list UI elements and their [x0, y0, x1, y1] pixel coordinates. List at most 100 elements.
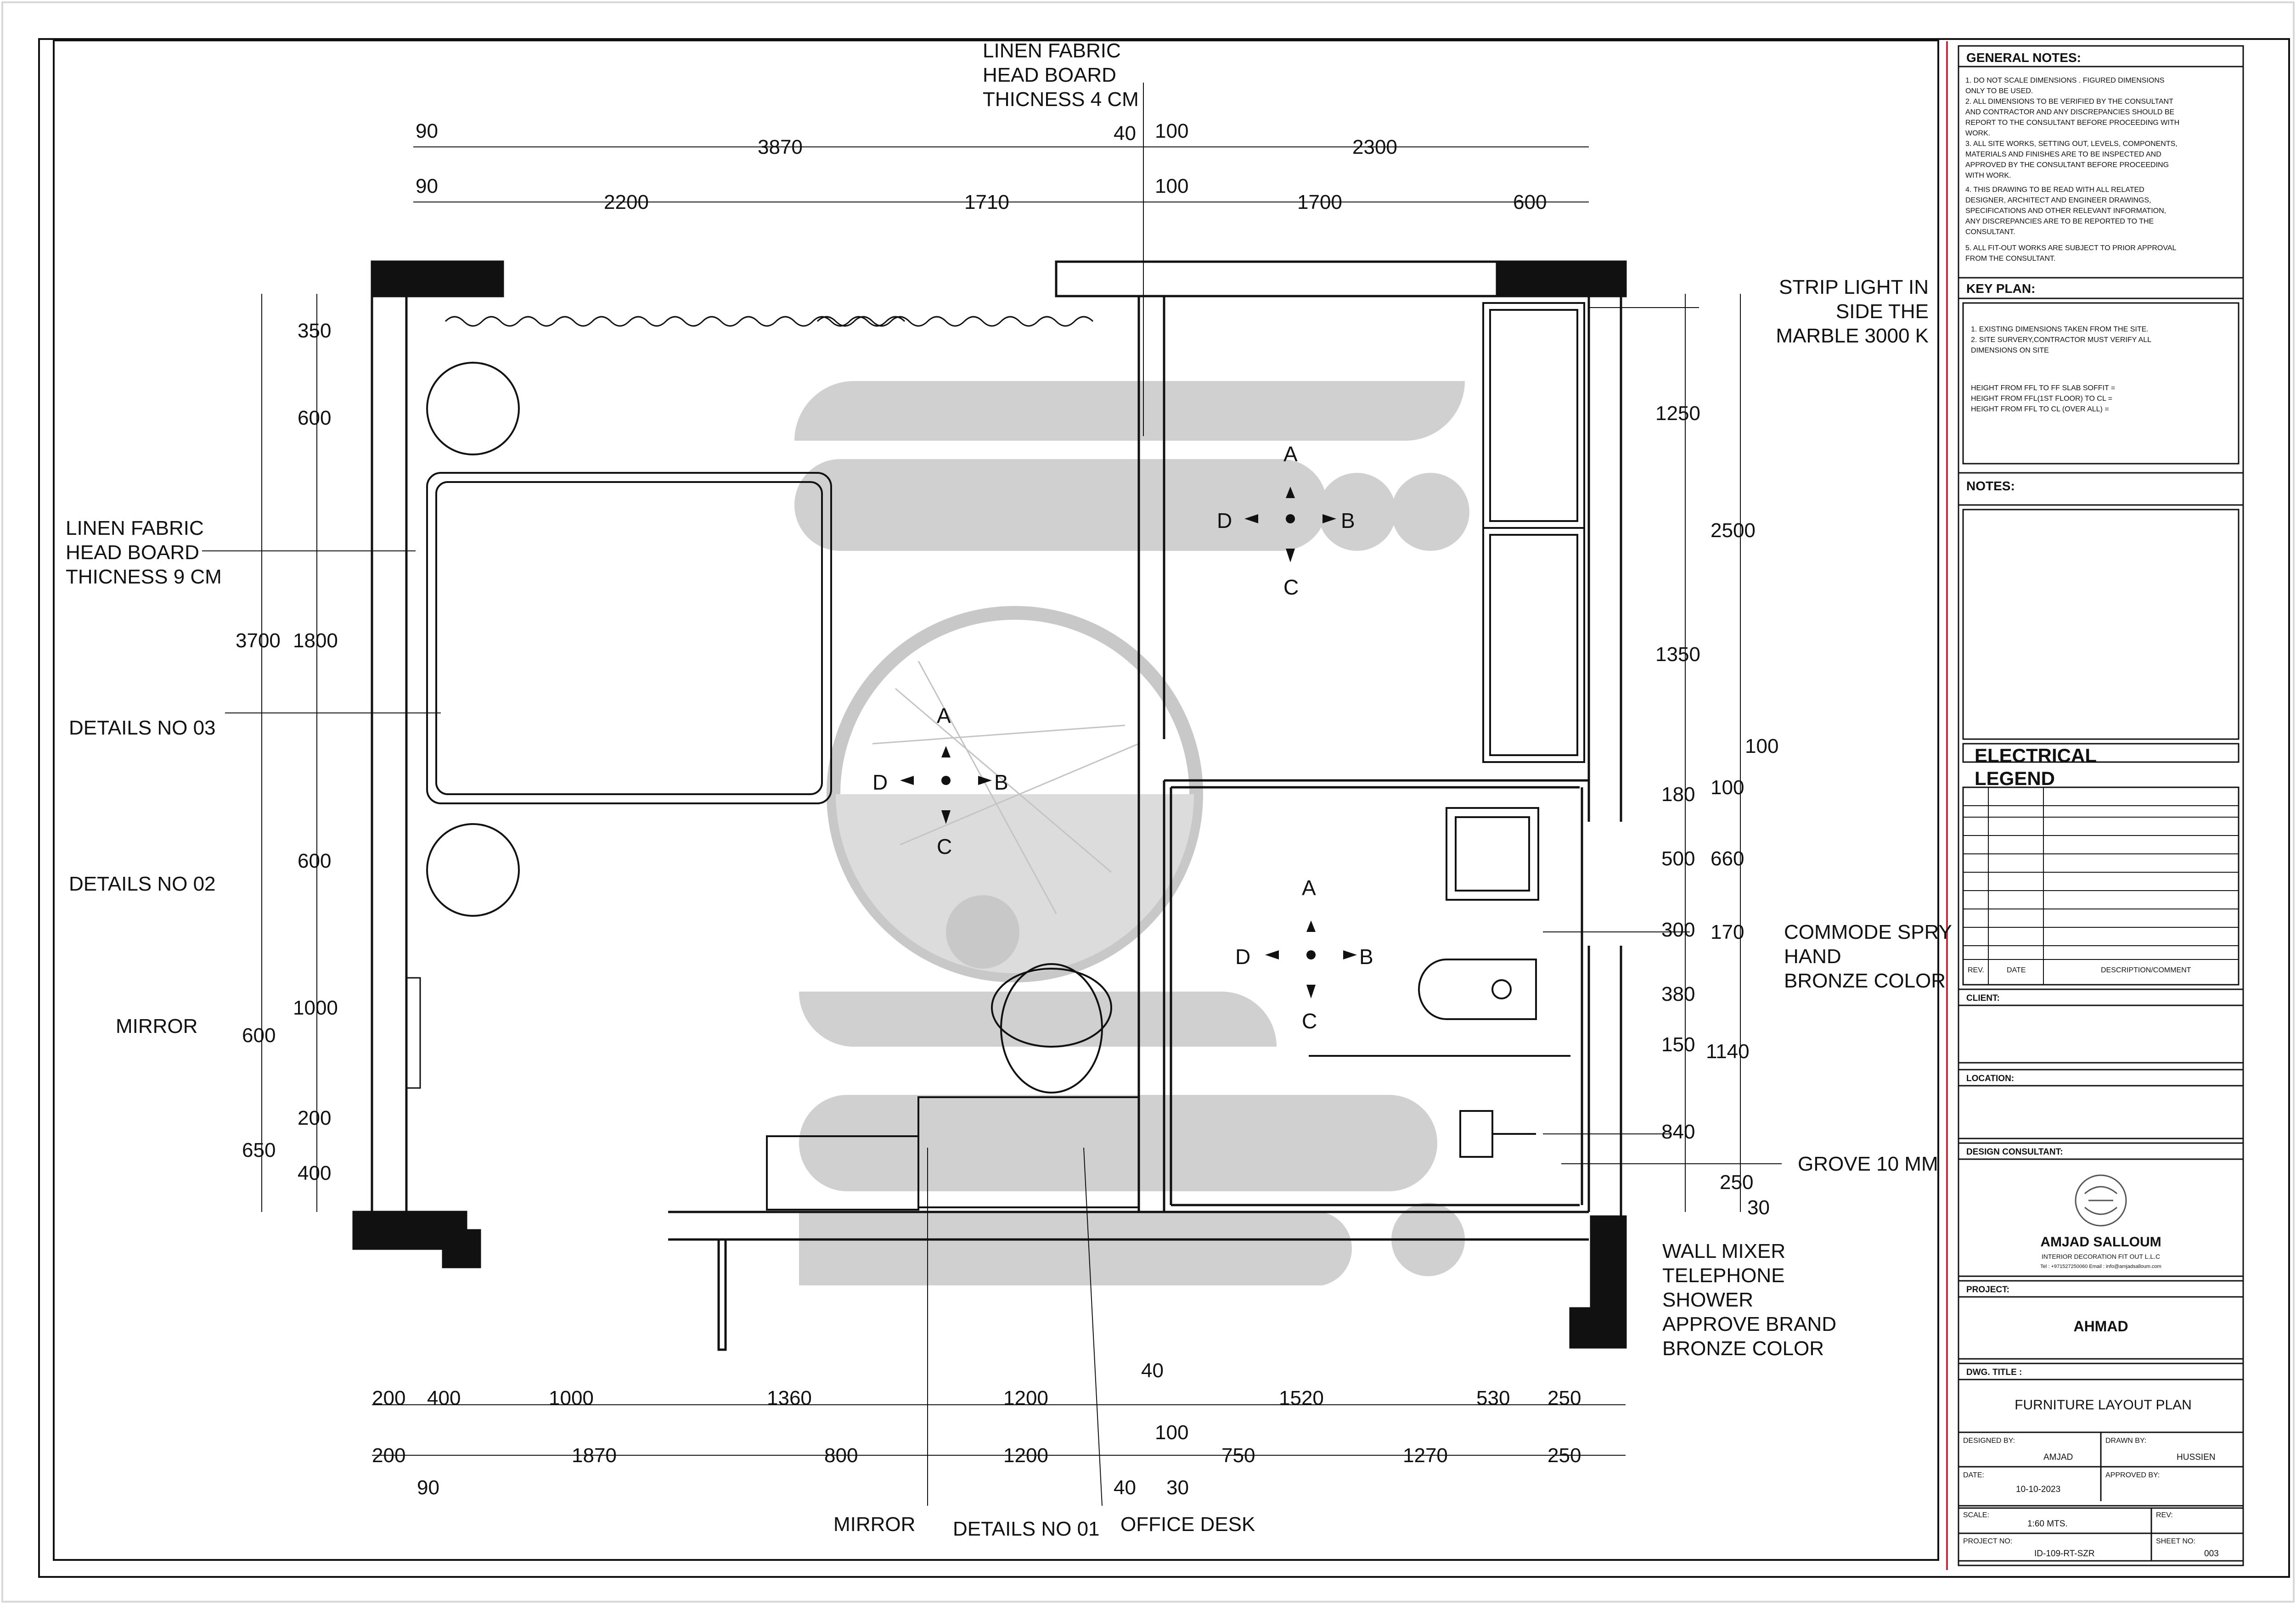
date-value: 10-10-2023: [2016, 1485, 2060, 1494]
dim-value: 100: [1155, 120, 1188, 142]
dim-value: 100: [1155, 175, 1188, 197]
dim-value: 100: [1745, 735, 1778, 757]
label-grove: GROVE 10 MM: [1798, 1153, 1938, 1175]
dim-value: 150: [1661, 1033, 1695, 1056]
label-wall-mixer-4: APPROVE BRAND: [1662, 1313, 1836, 1335]
dimension-texts: 90 3870 40 100 2300 90 2200 1710 100 170…: [236, 120, 1778, 1499]
dim-value: 1350: [1655, 643, 1700, 666]
sheet-border: [38, 38, 2290, 1578]
general-note-line: REPORT TO THE CONSULTANT BEFORE PROCEEDI…: [1965, 119, 2179, 127]
label-commode-1: COMMODE SPRY: [1784, 921, 1952, 943]
dim-value: 300: [1661, 919, 1695, 941]
dim-value: 250: [1720, 1171, 1753, 1194]
scale-value: 1:60 MTS.: [2027, 1519, 2068, 1529]
dim-value: 200: [372, 1444, 405, 1467]
dim-value: 1360: [767, 1387, 812, 1409]
rev-label: REV:: [2156, 1511, 2173, 1519]
marker-d: D: [872, 770, 888, 794]
dim-value: 100: [1711, 776, 1744, 799]
key-plan-title: KEY PLAN:: [1966, 281, 2035, 296]
dim-value: 500: [1661, 847, 1695, 870]
dim-value: 250: [1548, 1387, 1581, 1409]
label-commode-3: BRONZE COLOR: [1784, 970, 1946, 992]
dim-value: 90: [416, 120, 438, 142]
dim-value: 40: [1141, 1359, 1164, 1382]
wardrobe: [1482, 302, 1585, 763]
dim-value: 400: [427, 1387, 461, 1409]
dim-value: 840: [1661, 1121, 1695, 1143]
general-note-line: FROM THE CONSULTANT.: [1965, 255, 2055, 263]
general-note-line: 5. ALL FIT-OUT WORKS ARE SUBJECT TO PRIO…: [1965, 244, 2176, 252]
watermark-logo-bottom: [799, 992, 1465, 1285]
label-wall-mixer-2: TELEPHONE: [1662, 1264, 1785, 1287]
consultant-tagline: INTERIOR DECORATION FIT OUT L.L.C: [2042, 1253, 2160, 1260]
marker-d: D: [1235, 945, 1250, 969]
project-title: PROJECT:: [1966, 1285, 2009, 1295]
dim-value: 1520: [1279, 1387, 1324, 1409]
label-wall-mixer-1: WALL MIXER: [1662, 1240, 1785, 1262]
annotation-labels: LINEN FABRIC HEAD BOARD THICNESS 4 CM LI…: [66, 39, 1952, 1540]
dim-value: 3870: [758, 136, 803, 158]
key-plan-note: HEIGHT FROM FFL TO FF SLAB SOFFIT =: [1971, 384, 2115, 392]
sheet-no-label: SHEET NO:: [2156, 1537, 2195, 1545]
bed: [426, 472, 832, 804]
designed-by-label: DESIGNED BY:: [1963, 1437, 2015, 1445]
dim-value: 800: [824, 1444, 858, 1467]
dim-value: 2200: [604, 191, 649, 213]
general-note-line: APPROVED BY THE CONSULTANT BEFORE PROCEE…: [1965, 161, 2169, 169]
sheet-no: 003: [2204, 1549, 2219, 1559]
dim-value: 100: [1155, 1421, 1188, 1444]
label-headboard-top-2: HEAD BOARD: [983, 64, 1116, 86]
dim-value: 40: [1114, 122, 1136, 145]
general-note-line: WITH WORK.: [1965, 172, 2011, 179]
marker-b: B: [1359, 945, 1373, 969]
label-mirror-bottom: MIRROR: [833, 1513, 915, 1536]
project-no: ID-109-RT-SZR: [2034, 1549, 2095, 1559]
dim-value: 1200: [1003, 1444, 1048, 1467]
walls: [352, 260, 1627, 1351]
dim-value: 30: [1166, 1476, 1189, 1499]
label-office-desk: OFFICE DESK: [1120, 1513, 1255, 1536]
dim-value: 600: [242, 1024, 276, 1047]
dim-value: 600: [1513, 191, 1547, 213]
scale-label: SCALE:: [1963, 1511, 1989, 1519]
general-note-line: ONLY TO BE USED.: [1965, 87, 2033, 95]
dim-value: 400: [298, 1162, 331, 1184]
dim-value: 1710: [964, 191, 1009, 213]
marker-b: B: [994, 770, 1008, 794]
dim-value: 1140: [1706, 1040, 1750, 1063]
dim-value: 1270: [1403, 1444, 1448, 1467]
dim-value: 40: [1114, 1476, 1136, 1499]
client-title: CLIENT:: [1966, 993, 2000, 1003]
dim-value: 180: [1661, 783, 1695, 806]
dim-value: 1000: [293, 997, 338, 1019]
key-plan-note: 2. SITE SURVERY,CONTRACTOR MUST VERIFY A…: [1971, 336, 2151, 344]
dwg-title: FURNITURE LAYOUT PLAN: [2015, 1397, 2192, 1413]
dim-value: 90: [416, 175, 438, 197]
revision-grid: [1963, 787, 2239, 985]
dim-value: 2500: [1711, 519, 1756, 542]
key-plan-note: 1. EXISTING DIMENSIONS TAKEN FROM THE SI…: [1971, 325, 2149, 333]
label-details-03: DETAILS NO 03: [69, 717, 216, 739]
marker-b: B: [1341, 509, 1355, 533]
general-notes-title: GENERAL NOTES:: [1966, 50, 2081, 65]
rev-header: DATE: [2007, 966, 2026, 974]
label-details-01: DETAILS NO 01: [953, 1518, 1100, 1540]
drawing-frame: [53, 39, 1939, 1561]
consultant-logo: [2075, 1174, 2127, 1227]
general-note-line: 1. DO NOT SCALE DIMENSIONS . FIGURED DIM…: [1965, 77, 2165, 84]
date-label: DATE:: [1963, 1471, 1984, 1479]
nightstand-bottom: [426, 823, 520, 917]
dim-value: 350: [298, 320, 331, 342]
general-note-line: ANY DISCREPANCIES ARE TO BE REPORTED TO …: [1965, 218, 2154, 225]
dimension-lines: [202, 83, 1782, 1506]
general-note-line: 4. THIS DRAWING TO BE READ WITH ALL RELA…: [1965, 186, 2144, 194]
general-note-line: AND CONTRACTOR AND ANY DISCREPANCIES SHO…: [1965, 108, 2174, 116]
rev-header: DESCRIPTION/COMMENT: [2101, 966, 2191, 974]
section-marker-1: A B C D: [1217, 442, 1355, 599]
label-headboard-left-3: THICNESS 9 CM: [66, 566, 222, 588]
consultant-contact: Tel : +971527250060 Email : info@amjadsa…: [2040, 1264, 2161, 1269]
dim-value: 30: [1747, 1196, 1770, 1219]
mirror-left: [405, 977, 421, 1089]
